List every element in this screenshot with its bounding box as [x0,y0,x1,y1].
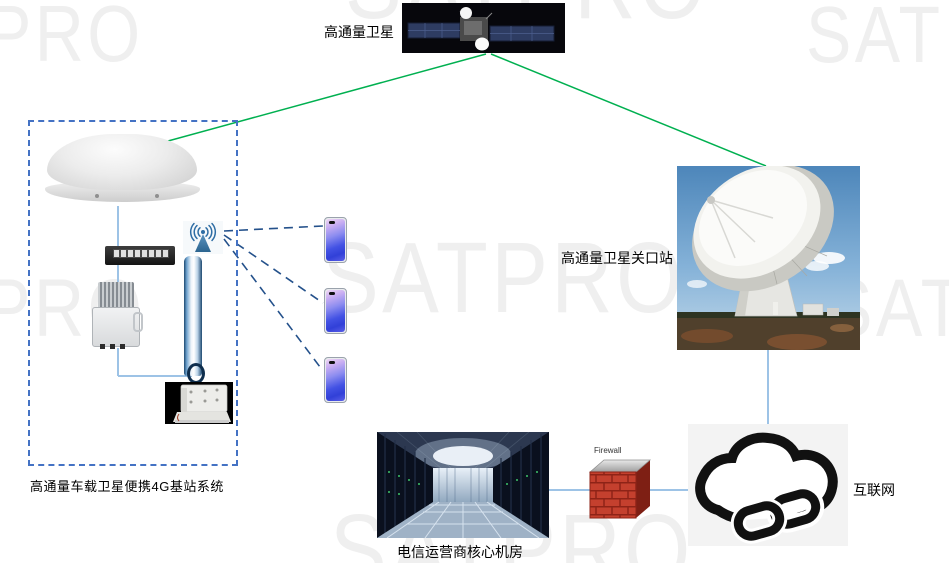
switch-port [113,249,120,258]
smartphone-icon [324,217,347,263]
internet-label: 互联网 [853,482,895,498]
smartphone-icon [324,288,347,334]
mount-bracket-photo [165,382,233,424]
switch-port [148,249,155,258]
switch-port [155,249,162,258]
internet-cloud-icon [688,424,848,546]
watermark-text: SAT [806,0,944,79]
satellite-icon [402,3,565,53]
server-room-graphic [377,431,549,539]
switch-port [141,249,148,258]
smartphone-camera [329,221,335,224]
gateway-station-label: 高通量卫星关口站 [561,250,673,266]
satellite-label: 高通量卫星 [324,24,394,40]
radome-antenna-icon [45,134,200,210]
rru-connector [110,344,115,349]
smartphone-icon [324,357,347,403]
wireless-link-line-3 [223,238,324,372]
smartphone-camera [329,361,335,364]
wireless-link-line-1 [223,225,324,232]
cloud-graphic [695,432,838,544]
rru-heatsink [98,282,134,309]
firewall-graphic [588,459,652,519]
switch-port [162,249,169,258]
rru-connector [120,344,125,349]
rru-connector [100,344,105,349]
switch-port [127,249,134,258]
satellite-graphic [407,7,555,51]
watermark-text: PRO [0,0,144,78]
radome-bolt [95,194,99,198]
wifi-signal-icon [183,221,223,254]
vehicle-system-label: 高通量车载卫星便携4G基站系统 [30,479,224,494]
firewall-label: Firewall [594,446,622,455]
satellite-uplink-right-line [490,53,767,167]
mount-bracket-graphic [165,382,233,424]
watermark-text: SATPRO [322,222,686,334]
smartphone-camera [329,292,335,295]
antenna-mast [184,256,202,376]
switch-port [134,249,141,258]
switch-port [120,249,127,258]
rru-body [92,307,140,347]
mast-ring [187,363,205,384]
base-station-unit-icon [92,282,143,352]
gateway-dish-photo [677,164,860,350]
smartphone-screen [326,219,345,261]
gateway-dish-graphic [677,164,860,350]
core-room-label: 电信运营商核心机房 [397,544,523,560]
smartphone-screen [326,359,345,401]
rru-handle [133,312,143,332]
wireless-link-line-2 [223,234,324,304]
firewall-icon [588,458,652,522]
wifi-signal-graphic [189,222,217,252]
server-room-photo [377,431,549,539]
ethernet-switch-icon [105,246,175,265]
radome-dome [47,134,197,190]
radome-bolt [155,194,159,198]
chain-link-icon [730,485,825,544]
smartphone-screen [326,290,345,332]
